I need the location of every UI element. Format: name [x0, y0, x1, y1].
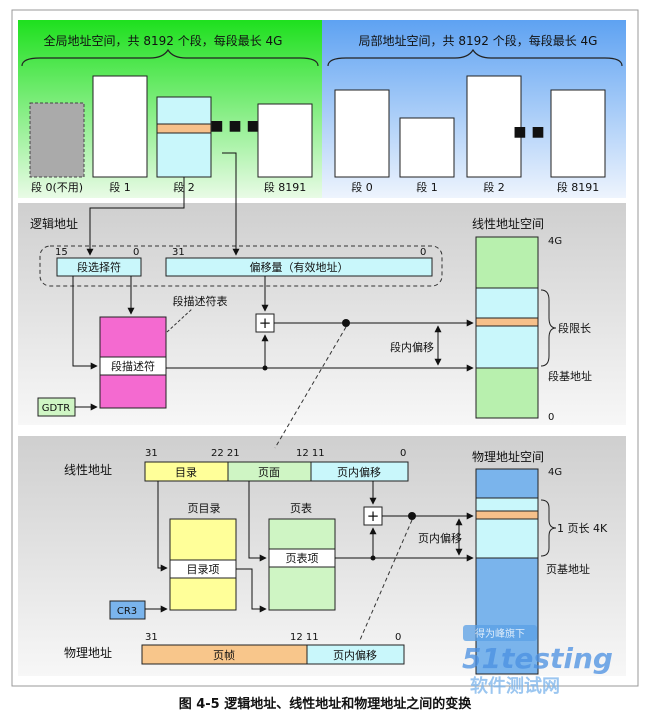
selector-to-descriptor-arrow — [72, 276, 98, 370]
segment-selector-label: 段选择符 — [77, 260, 121, 274]
page-frame-label: 页帧 — [213, 648, 235, 662]
global-segment-1 — [92, 75, 148, 178]
segment-to-offset-arrow — [222, 152, 240, 256]
local-brace — [327, 48, 623, 67]
descriptor-table-label: 段描述符表 — [173, 294, 228, 308]
table-field-label: 页面 — [258, 466, 280, 479]
physical-pointer — [359, 519, 413, 641]
in-segment-offset-label: 段内偏移 — [390, 340, 434, 354]
global-seg-label-1: 段 1 — [109, 180, 131, 194]
phys-bit-0: 0 — [395, 632, 401, 643]
watermark: 得为峰旗下 51testing 软件测试网 — [462, 625, 613, 697]
local-seg-label-2: 段 2 — [483, 180, 505, 194]
global-seg-label-0: 段 0(不用) — [31, 180, 83, 194]
physical-address-title: 物理地址 — [64, 646, 112, 660]
outer-frame — [11, 9, 639, 687]
segment-base-label: 段基地址 — [548, 369, 592, 383]
cr3-label: CR3 — [117, 606, 137, 617]
in-page-offset-label: 页内偏移 — [418, 531, 462, 545]
logical-address-group — [39, 245, 443, 287]
global-segment-8191 — [257, 103, 313, 178]
global-segment-2 — [156, 96, 212, 178]
global-segment-2-highlight — [156, 123, 212, 134]
segment-adder-symbol: + — [259, 314, 272, 332]
phys-offset-field — [306, 644, 405, 665]
local-segment-8191 — [550, 89, 606, 178]
local-segment-0 — [334, 89, 390, 178]
linear-bit-31: 31 — [145, 448, 158, 459]
page-directory-label: 页目录 — [188, 502, 221, 515]
offset-label: 偏移量（有效地址） — [250, 260, 349, 274]
segment-descriptor-label: 段描述符 — [111, 359, 155, 373]
physical-page — [475, 497, 539, 559]
page-base-junction — [370, 555, 376, 561]
global-segment-0 — [29, 102, 85, 178]
linear-bit-22-21: 22 21 — [211, 448, 240, 459]
watermark-brand: 51testing — [462, 642, 613, 675]
offset-bit-0: 0 — [420, 247, 426, 258]
linear-0-label: 0 — [548, 412, 554, 423]
physical-space-title: 物理地址空间 — [472, 450, 544, 464]
page-offset-field — [310, 461, 409, 482]
selector-bit-0: 0 — [133, 247, 139, 258]
phys-bit-12-11: 12 11 — [290, 632, 319, 643]
global-ellipsis: ■ ■ ■ — [210, 118, 259, 134]
linear-bit-12-11: 12 11 — [296, 448, 325, 459]
local-segment-1 — [399, 117, 455, 178]
watermark-tag — [463, 625, 537, 641]
global-space-label: 全局地址空间，共 8192 个段，每段最长 4G — [44, 33, 283, 48]
cr3-box — [109, 600, 146, 620]
directory-entry-label: 目录项 — [187, 563, 220, 576]
descriptor-table-pointer — [166, 308, 193, 333]
segment-selector-box — [56, 257, 142, 277]
page-offset-field-label: 页内偏移 — [337, 465, 381, 479]
local-seg-label-0: 段 0 — [351, 180, 373, 194]
figure-caption: 图 4-5 逻辑地址、线性地址和物理地址之间的变换 — [178, 697, 472, 712]
gdtr-label: GDTR — [42, 403, 71, 414]
table-entry-label: 页表项 — [286, 551, 319, 565]
offset-bit-31: 31 — [172, 247, 185, 258]
local-segment-2 — [466, 75, 522, 178]
segment-to-selector-arrow — [86, 177, 185, 256]
local-seg-label-8191: 段 8191 — [557, 180, 600, 194]
directory-index-arrow — [157, 481, 168, 572]
global-seg-label-8191: 段 8191 — [264, 180, 307, 194]
phys-offset-label: 页内偏移 — [333, 648, 377, 662]
directory-to-table-arrow — [236, 568, 267, 613]
linear-space-title: 线性地址空间 — [472, 217, 544, 231]
table-index-arrow — [248, 481, 267, 562]
linear-4g-label: 4G — [548, 236, 562, 247]
segment-limit-label: 段限长 — [558, 321, 591, 335]
watermark-line1: 得为峰旗下 — [475, 627, 525, 640]
page-size-brace — [540, 499, 557, 557]
local-ellipsis: ■ ■ ■ — [513, 124, 562, 140]
linear-address-junction — [342, 319, 350, 327]
segment-limit-brace — [540, 289, 557, 367]
linear-address-title: 线性地址 — [64, 463, 112, 477]
linear-space-target — [475, 317, 539, 327]
offset-box — [165, 257, 433, 277]
base-junction — [262, 365, 268, 371]
page-base-label: 页基地址 — [546, 562, 590, 576]
physical-4g-label: 4G — [548, 467, 562, 478]
linear-bit-0: 0 — [400, 448, 406, 459]
directory-field-label: 目录 — [175, 466, 197, 479]
physical-address-junction — [408, 512, 416, 520]
page-adder-symbol: + — [367, 507, 380, 525]
page-size-label: 1 页长 4K — [557, 522, 608, 535]
phys-bit-31: 31 — [145, 632, 158, 643]
watermark-sub: 软件测试网 — [470, 675, 560, 697]
global-brace — [21, 48, 319, 67]
page-table-label: 页表 — [290, 501, 312, 515]
local-seg-label-1: 段 1 — [416, 180, 438, 194]
local-space-label: 局部地址空间，共 8192 个段，每段最长 4G — [359, 33, 598, 48]
physical-target — [475, 510, 539, 520]
segment-descriptor-box — [99, 356, 167, 376]
selector-bit-15: 15 — [55, 247, 68, 258]
linear-to-paging-pointer — [274, 326, 347, 449]
logical-address-title: 逻辑地址 — [30, 217, 78, 231]
linear-space-segment — [475, 287, 539, 369]
